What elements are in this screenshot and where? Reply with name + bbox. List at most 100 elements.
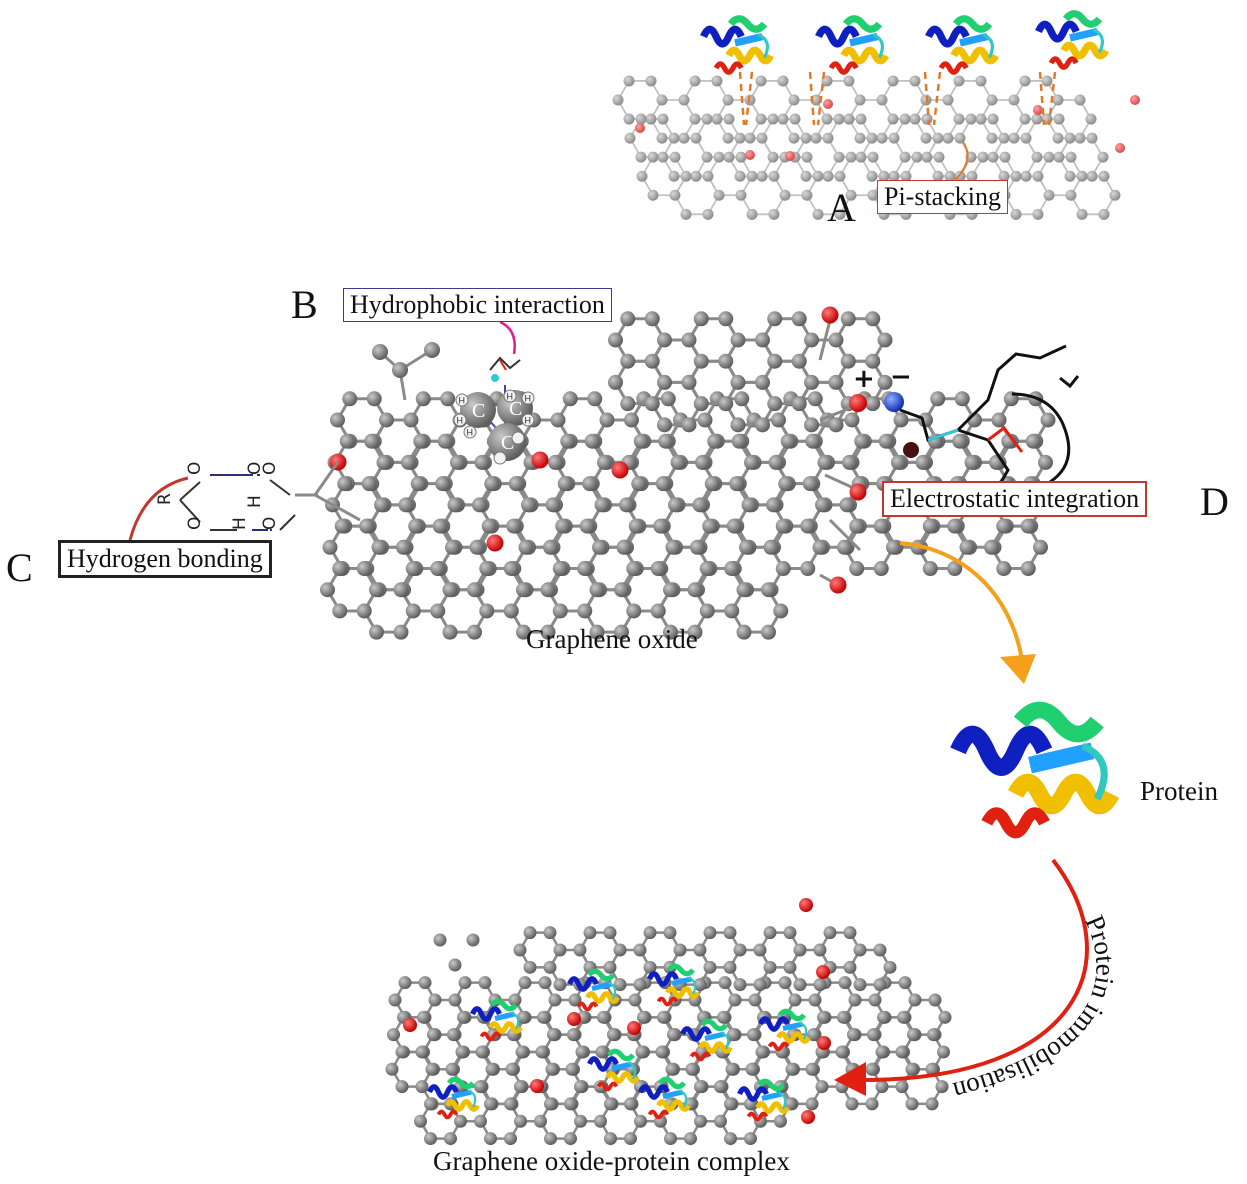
- carbon-atom: [644, 311, 660, 327]
- carbon-atom: [545, 1062, 559, 1076]
- carbon-atom: [1008, 94, 1020, 106]
- strand: [734, 33, 764, 47]
- carbon-atom: [845, 1097, 859, 1111]
- carbon-atom: [1040, 412, 1056, 428]
- carbon-atom: [415, 1045, 429, 1059]
- oxygen-atom: [611, 461, 629, 479]
- carbon-atom: [613, 943, 627, 957]
- carbon-atom: [603, 960, 617, 974]
- carbon-atom: [506, 518, 522, 534]
- carbon-atom: [369, 624, 384, 640]
- carbon-atom: [424, 1132, 437, 1146]
- carbon-atom: [778, 476, 794, 492]
- carbon-atom: [761, 624, 776, 640]
- carbon-atom: [785, 1062, 799, 1076]
- carbon-atom: [372, 344, 388, 360]
- carbon-atom: [810, 132, 822, 144]
- carbon-atom: [933, 151, 945, 163]
- carbon-atom: [702, 518, 718, 534]
- oxygen-atom: [627, 1021, 641, 1035]
- loop: [510, 1011, 520, 1030]
- carbon-atom: [804, 332, 819, 348]
- carbon-atom: [552, 561, 568, 577]
- carbon-atom: [853, 978, 867, 992]
- carbon-atom: [567, 1028, 580, 1042]
- carbon-atom: [766, 497, 781, 513]
- carbon-atom: [693, 311, 709, 327]
- carbon-atom: [670, 454, 686, 470]
- arrow-label: Protein immobilisation: [950, 911, 1121, 1107]
- carbon-atom: [374, 497, 389, 513]
- carbon-atom: [763, 960, 777, 974]
- protein-label: Protein: [1140, 776, 1218, 806]
- carbon-atom: [681, 417, 697, 433]
- carbon-atom: [467, 582, 482, 598]
- carbon-atom: [1031, 113, 1043, 125]
- carbon-atom: [1020, 132, 1032, 144]
- carbon-atom: [873, 518, 889, 534]
- protein-icon: [587, 1048, 640, 1092]
- carbon-atom: [678, 94, 690, 106]
- carbon-atom: [930, 391, 946, 407]
- carbon-atom: [395, 1045, 409, 1059]
- carbon-atom: [822, 170, 834, 182]
- strand: [662, 1089, 684, 1100]
- hydrophobic-interaction-label: Hydrophobic interaction: [343, 288, 612, 322]
- carbon-atom: [899, 113, 911, 125]
- carbon-atom: [565, 1062, 579, 1076]
- carbon-atom: [883, 960, 897, 974]
- carbon-atom: [767, 353, 783, 369]
- helix: [1035, 20, 1080, 43]
- carbon-atom: [1025, 433, 1041, 449]
- atom: [903, 442, 919, 458]
- loop: [687, 976, 697, 995]
- carbon-atom: [693, 396, 709, 412]
- orange-arrowhead-icon: [1000, 654, 1036, 684]
- carbon-atom: [479, 603, 495, 619]
- pi-stacking-line: [932, 71, 942, 126]
- carbon-atom: [823, 926, 837, 940]
- carbon-atom: [942, 132, 954, 144]
- carbon-atom: [484, 476, 500, 492]
- carbon-atom: [768, 208, 780, 220]
- carbon-atom: [807, 1028, 820, 1042]
- carbon-atom: [788, 94, 800, 106]
- carbon-atom: [817, 1010, 830, 1024]
- carbon-atom: [998, 132, 1010, 144]
- carbon-atom: [574, 1080, 587, 1094]
- carbon-atom: [656, 94, 668, 106]
- carbon-atom: [987, 151, 999, 163]
- carbon-atom: [613, 978, 627, 992]
- carbon-atom: [1032, 208, 1044, 220]
- carbon-atom: [616, 539, 632, 555]
- carbon-atom: [833, 113, 845, 125]
- carbon-atom: [548, 454, 563, 470]
- carbon-atom: [415, 1080, 429, 1094]
- carbon-atom: [921, 113, 933, 125]
- helix: [680, 1026, 712, 1042]
- carbon-atom: [1074, 132, 1086, 144]
- carbon-atom: [518, 539, 534, 555]
- carbon-atom: [1053, 151, 1065, 163]
- carbon-atom: [657, 374, 672, 390]
- carbon-atom: [791, 311, 807, 327]
- carbon-atom: [635, 1045, 649, 1059]
- carbon-atom: [645, 113, 657, 125]
- methyl-carbon-letter: C: [501, 432, 514, 454]
- carbon-atom: [842, 454, 857, 470]
- carbon-atom: [966, 170, 978, 182]
- carbon-atom: [445, 539, 460, 555]
- carbon-atom: [812, 208, 824, 220]
- hbond-atom-letter: H: [230, 517, 250, 530]
- carbon-atom: [445, 1062, 459, 1076]
- carbon-atom: [405, 603, 421, 619]
- carbon-atom: [447, 1028, 460, 1042]
- helix: [665, 986, 700, 999]
- carbon-atom: [953, 113, 965, 125]
- oxygen-atom: [823, 99, 833, 109]
- carbon-atom: [873, 561, 889, 577]
- carbon-atom: [513, 943, 527, 957]
- carbon-atom: [454, 1114, 467, 1128]
- carbon-atom: [466, 933, 480, 947]
- carbon-atom: [847, 1028, 860, 1042]
